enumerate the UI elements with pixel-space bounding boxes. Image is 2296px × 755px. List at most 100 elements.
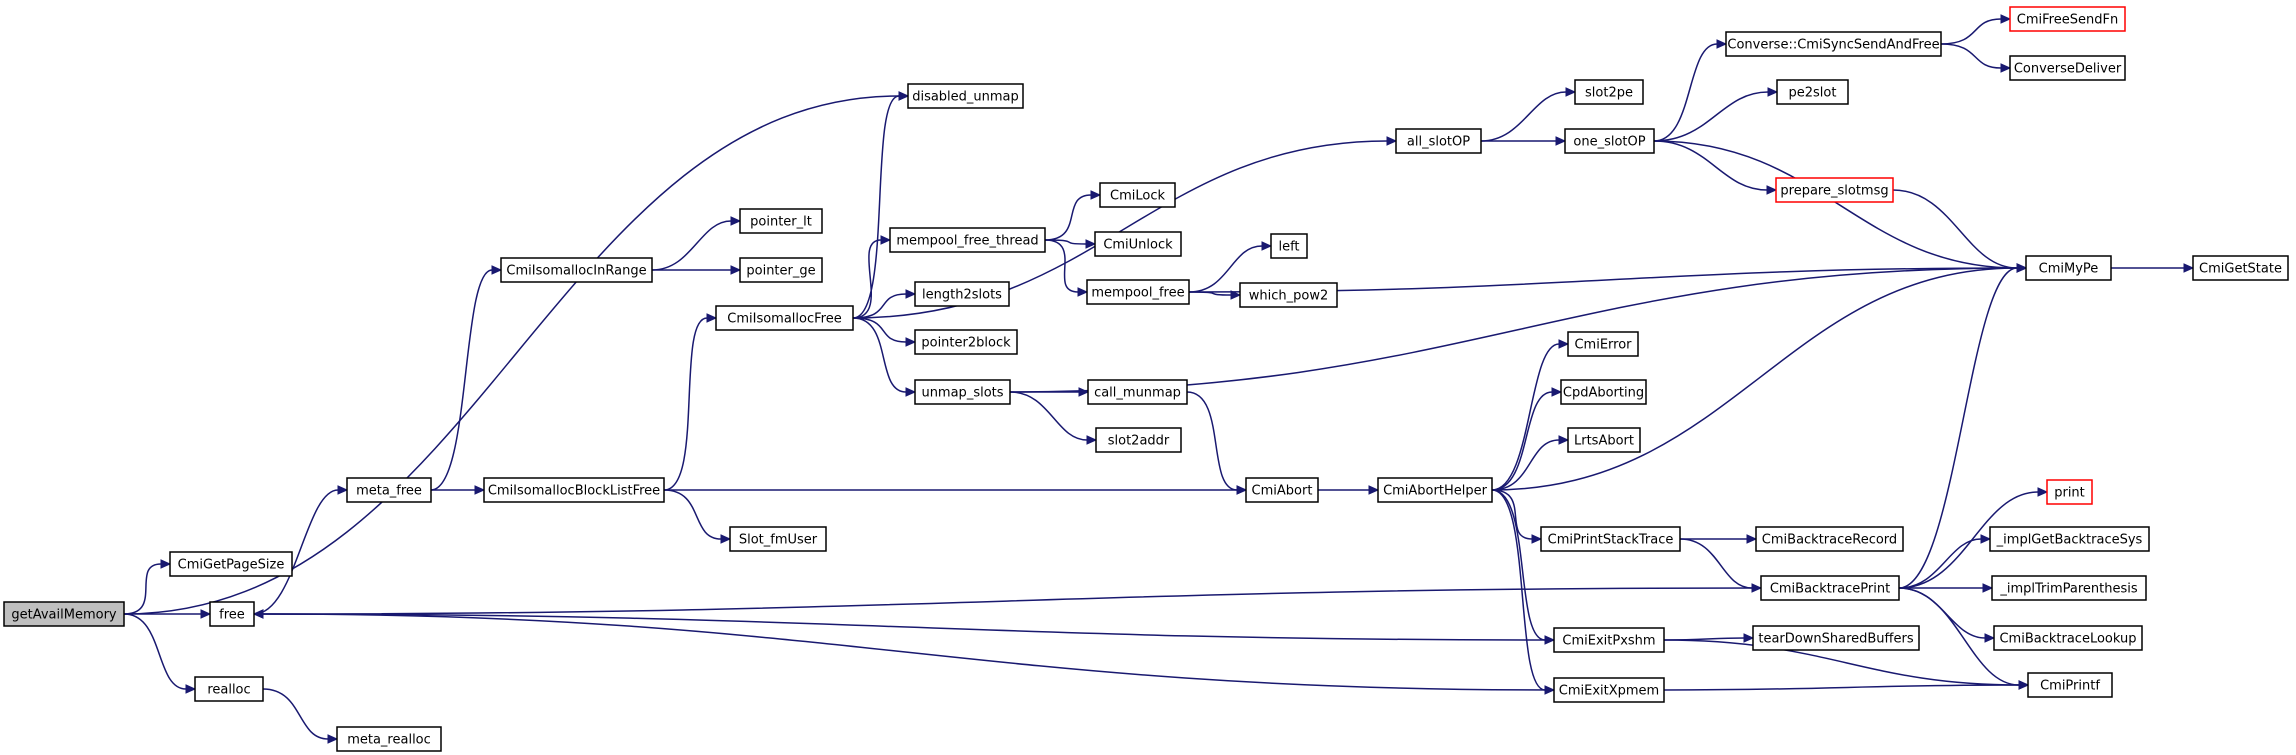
node-cmi-sync-send-and-free[interactable]: Converse::CmiSyncSendAndFree — [1725, 31, 1942, 57]
node-box-cmi-sync-send-and-free[interactable] — [1725, 31, 1942, 57]
node-mempool-free-thread[interactable]: mempool_free_thread — [889, 227, 1046, 253]
node-pe2slot[interactable]: pe2slot — [1776, 79, 1849, 105]
node-cmi-isomalloc-block-list-free[interactable]: CmiIsomallocBlockListFree — [483, 477, 665, 503]
node-box-one-slot-op[interactable] — [1564, 128, 1655, 154]
node-box-meta-realloc[interactable] — [336, 726, 442, 752]
node-box-cpd-aborting[interactable] — [1560, 379, 1647, 405]
node-realloc[interactable]: realloc — [194, 676, 264, 702]
node-box-cmi-get-page-size[interactable] — [169, 551, 293, 577]
node-pointer-ge[interactable]: pointer_ge — [739, 257, 823, 283]
node-meta-realloc[interactable]: meta_realloc — [336, 726, 442, 752]
node-box-converse-deliver[interactable] — [2009, 55, 2126, 81]
node-print[interactable]: print — [2046, 479, 2093, 505]
node-box-cmi-printf[interactable] — [2027, 672, 2113, 698]
node-box-mempool-free[interactable] — [1086, 279, 1190, 305]
node-slot-fm-user[interactable]: Slot_fmUser — [729, 526, 827, 552]
node-box-tear-down-shared-buffers[interactable] — [1752, 625, 1920, 651]
node-box-cmi-isomalloc-in-range[interactable] — [500, 257, 653, 283]
node-box-impl-get-backtrace-sys[interactable] — [1989, 526, 2150, 552]
node-cmi-printf[interactable]: CmiPrintf — [2027, 672, 2113, 698]
node-unmap-slots[interactable]: unmap_slots — [914, 379, 1011, 405]
node-impl-get-backtrace-sys[interactable]: _implGetBacktraceSys — [1989, 526, 2150, 552]
node-cmi-exit-xpmem[interactable]: CmiExitXpmem — [1553, 677, 1665, 703]
node-slot2addr[interactable]: slot2addr — [1095, 427, 1182, 453]
node-box-unmap-slots[interactable] — [914, 379, 1011, 405]
node-cmi-get-state[interactable]: CmiGetState — [2192, 255, 2289, 281]
node-one-slot-op[interactable]: one_slotOP — [1564, 128, 1655, 154]
node-box-call-munmap[interactable] — [1087, 379, 1188, 405]
node-box-lrts-abort[interactable] — [1567, 427, 1641, 453]
node-cmi-abort-helper[interactable]: CmiAbortHelper — [1377, 477, 1493, 503]
node-slot2pe[interactable]: slot2pe — [1574, 79, 1644, 105]
node-cmi-free-send-fn[interactable]: CmiFreeSendFn — [2009, 6, 2126, 32]
node-box-slot-fm-user[interactable] — [729, 526, 827, 552]
node-box-realloc[interactable] — [194, 676, 264, 702]
node-box-cmi-exit-pxshm[interactable] — [1553, 627, 1665, 653]
node-box-left[interactable] — [1270, 233, 1308, 259]
node-box-pointer-ge[interactable] — [739, 257, 823, 283]
node-cmi-print-stack-trace[interactable]: CmiPrintStackTrace — [1540, 526, 1681, 552]
node-mempool-free[interactable]: mempool_free — [1086, 279, 1190, 305]
node-box-cmi-get-state[interactable] — [2192, 255, 2289, 281]
node-box-cmi-isomalloc-block-list-free[interactable] — [483, 477, 665, 503]
node-cmi-backtrace-lookup[interactable]: CmiBacktraceLookup — [1993, 625, 2143, 651]
node-cmi-isomalloc-in-range[interactable]: CmiIsomallocInRange — [500, 257, 653, 283]
node-box-slot2pe[interactable] — [1574, 79, 1644, 105]
node-box-which-pow2[interactable] — [1239, 282, 1338, 308]
node-cmi-unlock[interactable]: CmiUnlock — [1094, 231, 1182, 257]
node-cmi-get-page-size[interactable]: CmiGetPageSize — [169, 551, 293, 577]
node-lrts-abort[interactable]: LrtsAbort — [1567, 427, 1641, 453]
node-box-pointer-lt[interactable] — [739, 208, 823, 234]
node-impl-trim-parenthesis[interactable]: _implTrimParenthesis — [1991, 575, 2147, 601]
node-box-cmi-lock[interactable] — [1099, 182, 1176, 208]
node-converse-deliver[interactable]: ConverseDeliver — [2009, 55, 2126, 81]
node-box-all-slot-op[interactable] — [1395, 128, 1482, 154]
node-cmi-abort[interactable]: CmiAbort — [1245, 477, 1319, 503]
node-box-cmi-error[interactable] — [1567, 331, 1639, 357]
node-box-cmi-backtrace-lookup[interactable] — [1993, 625, 2143, 651]
node-box-cmi-isomalloc-free[interactable] — [715, 305, 854, 331]
node-cpd-aborting[interactable]: CpdAborting — [1560, 379, 1647, 405]
node-get-avail-memory[interactable]: getAvailMemory — [3, 601, 125, 627]
node-box-cmi-my-pe[interactable] — [2025, 255, 2112, 281]
node-box-length2slots[interactable] — [914, 281, 1010, 307]
node-box-impl-trim-parenthesis[interactable] — [1991, 575, 2147, 601]
node-cmi-backtrace-print[interactable]: CmiBacktracePrint — [1760, 575, 1900, 601]
node-free[interactable]: free — [209, 601, 255, 627]
node-box-get-avail-memory[interactable] — [3, 601, 125, 627]
node-box-meta-free[interactable] — [346, 477, 432, 503]
node-box-pe2slot[interactable] — [1776, 79, 1849, 105]
node-meta-free[interactable]: meta_free — [346, 477, 432, 503]
node-box-cmi-exit-xpmem[interactable] — [1553, 677, 1665, 703]
node-box-mempool-free-thread[interactable] — [889, 227, 1046, 253]
node-cmi-isomalloc-free[interactable]: CmiIsomallocFree — [715, 305, 854, 331]
node-left[interactable]: left — [1270, 233, 1308, 259]
node-box-cmi-free-send-fn[interactable] — [2009, 6, 2126, 32]
node-box-cmi-unlock[interactable] — [1094, 231, 1182, 257]
node-pointer2block[interactable]: pointer2block — [914, 329, 1018, 355]
node-box-disabled-unmap[interactable] — [907, 83, 1024, 109]
node-prepare-slotmsg[interactable]: prepare_slotmsg — [1775, 177, 1894, 203]
node-box-free[interactable] — [209, 601, 255, 627]
node-box-cmi-abort-helper[interactable] — [1377, 477, 1493, 503]
node-cmi-backtrace-record[interactable]: CmiBacktraceRecord — [1755, 526, 1904, 552]
node-cmi-lock[interactable]: CmiLock — [1099, 182, 1176, 208]
node-box-cmi-print-stack-trace[interactable] — [1540, 526, 1681, 552]
node-cmi-error[interactable]: CmiError — [1567, 331, 1639, 357]
node-box-prepare-slotmsg[interactable] — [1775, 177, 1894, 203]
node-tear-down-shared-buffers[interactable]: tearDownSharedBuffers — [1752, 625, 1920, 651]
node-box-print[interactable] — [2046, 479, 2093, 505]
node-box-cmi-backtrace-print[interactable] — [1760, 575, 1900, 601]
node-disabled-unmap[interactable]: disabled_unmap — [907, 83, 1024, 109]
node-which-pow2[interactable]: which_pow2 — [1239, 282, 1338, 308]
node-call-munmap[interactable]: call_munmap — [1087, 379, 1188, 405]
node-all-slot-op[interactable]: all_slotOP — [1395, 128, 1482, 154]
node-box-pointer2block[interactable] — [914, 329, 1018, 355]
node-cmi-exit-pxshm[interactable]: CmiExitPxshm — [1553, 627, 1665, 653]
node-cmi-my-pe[interactable]: CmiMyPe — [2025, 255, 2112, 281]
node-box-cmi-abort[interactable] — [1245, 477, 1319, 503]
node-box-slot2addr[interactable] — [1095, 427, 1182, 453]
node-length2slots[interactable]: length2slots — [914, 281, 1010, 307]
node-pointer-lt[interactable]: pointer_lt — [739, 208, 823, 234]
node-box-cmi-backtrace-record[interactable] — [1755, 526, 1904, 552]
